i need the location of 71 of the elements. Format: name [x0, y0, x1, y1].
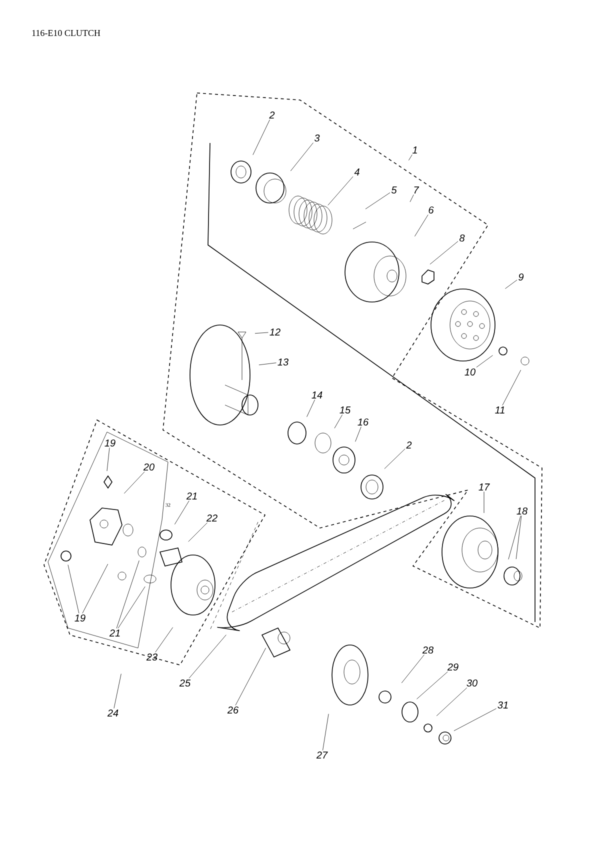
leader-line [124, 472, 145, 494]
leader-line [436, 688, 468, 716]
leader-line [430, 241, 458, 264]
leader-line [365, 192, 390, 210]
leader-line [290, 142, 314, 172]
callout-number: 1 [412, 146, 417, 154]
callout-number: 31 [498, 701, 508, 709]
leader-line [254, 332, 268, 334]
callout-number: 22 [206, 514, 218, 522]
leader-line [118, 586, 146, 629]
leader-line [116, 560, 140, 629]
leader-line [355, 426, 362, 442]
callout-number: 11 [495, 406, 504, 414]
callout-number: 6 [428, 206, 434, 214]
leader-line [114, 674, 122, 709]
callout-number: 27 [316, 752, 328, 758]
leader-line [188, 522, 208, 542]
callout-number: 12 [270, 328, 280, 336]
leader-line [188, 634, 226, 678]
callout-number: 7 [414, 186, 420, 194]
callout-number: 28 [422, 646, 434, 654]
leader-line [155, 627, 174, 652]
callout-number: 4 [354, 168, 360, 176]
callout-number: 21 [186, 492, 197, 500]
leader-line [334, 414, 342, 428]
leader-line [174, 500, 190, 525]
callout-number: 19 [74, 614, 86, 622]
callout-number: 17 [478, 484, 490, 490]
leader-line [258, 362, 276, 366]
leader-line [82, 564, 108, 614]
leader-line [408, 154, 412, 161]
leader-line [252, 120, 270, 156]
callout-number: 9 [518, 273, 524, 281]
callout-number: 18 [516, 507, 528, 515]
callout-number: 16 [358, 418, 369, 426]
leader-line [68, 564, 80, 614]
callout-number: 15 [340, 406, 351, 414]
callout-number: 26 [227, 706, 239, 714]
callout-number: 24 [107, 710, 118, 716]
callout-number: 2 [406, 442, 412, 448]
callout-number: 19 [104, 439, 116, 447]
callout-number: 25 [179, 679, 191, 687]
callout-number: 3 [314, 134, 320, 142]
leader-line [502, 370, 522, 406]
leader-line [384, 448, 406, 469]
callout-number: 21 [109, 630, 120, 636]
callout-number: 29 [447, 663, 458, 671]
title: 116-E10 CLUTCH [32, 30, 100, 36]
callout-number: 14 [312, 392, 322, 398]
callout-number: 20 [143, 463, 154, 471]
callout-number: 8 [460, 234, 465, 242]
leader-line [454, 708, 496, 732]
leader-line [516, 516, 522, 560]
callout-number: 30 [466, 679, 478, 687]
leader-line [322, 714, 329, 751]
leader-line [328, 176, 354, 206]
callout-number: 13 [278, 358, 288, 366]
leader-line [306, 399, 316, 418]
leader-line [235, 648, 266, 706]
callout-number: 5 [391, 186, 397, 194]
leader-line [401, 654, 424, 684]
leader-line [476, 355, 493, 368]
leader-line [106, 448, 110, 472]
leader-line [410, 194, 414, 202]
leader-line [414, 214, 428, 237]
leader-line [505, 280, 518, 289]
callout-number: 23 [146, 653, 158, 661]
leader-line [508, 516, 521, 560]
leader-line [416, 672, 448, 700]
callout-number: 2 [269, 112, 275, 118]
callout-number: 10 [464, 368, 476, 376]
